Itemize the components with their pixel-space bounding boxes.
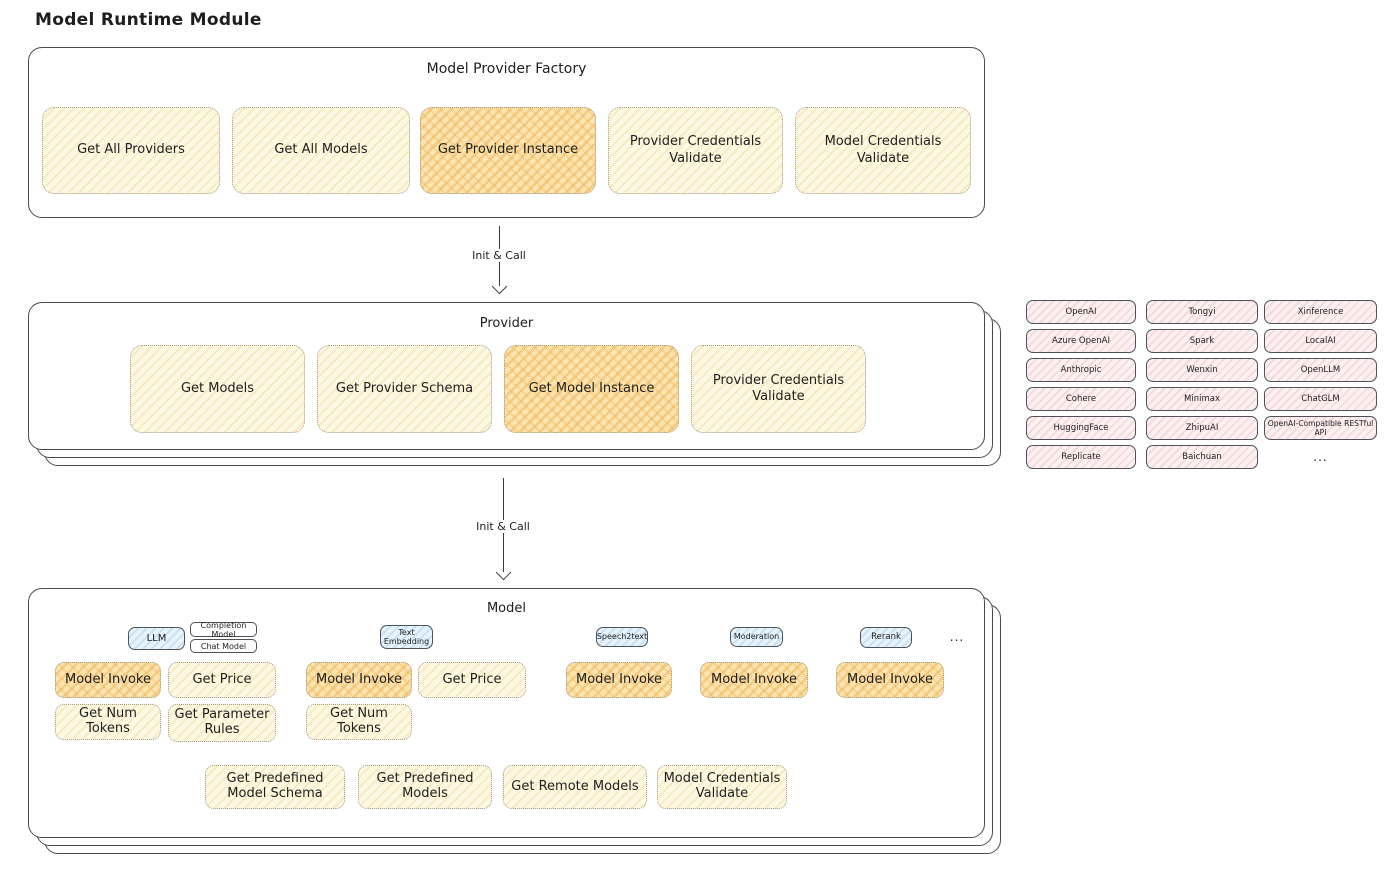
model-op-get-predefined-model-schema: Get Predefined Model Schema: [205, 765, 345, 809]
model-type-speech2text: Speech2text: [596, 627, 648, 647]
provider-op-get-provider-schema: Get Provider Schema: [317, 345, 492, 433]
factory-op-model-credentials-validate: Model Credentials Validate: [795, 107, 971, 194]
provider-pill-cohere: Cohere: [1026, 387, 1136, 411]
factory-op-get-provider-instance: Get Provider Instance: [420, 107, 596, 194]
provider-title: Provider: [479, 316, 534, 331]
provider-pill-xinference: Xinference: [1264, 300, 1377, 324]
model-type-moderation: Moderation: [730, 627, 783, 647]
provider-pill-anthropic: Anthropic: [1026, 358, 1136, 382]
model-op-embedding-model-invoke: Model Invoke: [306, 662, 412, 698]
model-op-moderation-model-invoke: Model Invoke: [700, 662, 808, 698]
provider-pill-zhipuai: ZhipuAI: [1146, 416, 1258, 440]
factory-op-get-all-models: Get All Models: [232, 107, 410, 194]
model-type-llm: LLM: [128, 627, 185, 650]
model-title: Model: [486, 601, 527, 616]
provider-pill-replicate: Replicate: [1026, 445, 1136, 469]
provider-pill-spark: Spark: [1146, 329, 1258, 353]
factory-op-get-all-providers: Get All Providers: [42, 107, 220, 194]
arrow-provider-to-model-head: [495, 564, 512, 581]
model-op-rerank-model-invoke: Model Invoke: [836, 662, 944, 698]
provider-pill-openai-compatible: OpenAI-Compatible RESTful API: [1264, 416, 1377, 440]
provider-op-get-models: Get Models: [130, 345, 305, 433]
provider-op-provider-credentials-validate: Provider Credentials Validate: [691, 345, 866, 433]
provider-pill-chatglm: ChatGLM: [1264, 387, 1377, 411]
model-op-llm-get-num-tokens: Get Num Tokens: [55, 704, 161, 740]
model-op-llm-model-invoke: Model Invoke: [55, 662, 161, 698]
model-op-llm-get-parameter-rules: Get Parameter Rules: [168, 704, 276, 742]
provider-pill-wenxin: Wenxin: [1146, 358, 1258, 382]
arrow1-label: Init & Call: [467, 249, 531, 262]
model-op-embedding-get-num-tokens: Get Num Tokens: [306, 704, 412, 740]
provider-pill-azure-openai: Azure OpenAI: [1026, 329, 1136, 353]
provider-pill-localai: LocalAI: [1264, 329, 1377, 353]
model-type-chat-model: Chat Model: [190, 639, 257, 653]
model-type-text-embedding: Text Embedding: [380, 625, 433, 649]
model-op-get-remote-models: Get Remote Models: [503, 765, 647, 809]
provider-pill-minimax: Minimax: [1146, 387, 1258, 411]
model-types-more-ellipsis: ...: [949, 630, 965, 644]
provider-pill-openllm: OpenLLM: [1264, 358, 1377, 382]
model-op-llm-get-price: Get Price: [168, 662, 276, 698]
arrow2-label: Init & Call: [471, 520, 535, 533]
factory-op-provider-credentials-validate: Provider Credentials Validate: [608, 107, 783, 194]
provider-pill-tongyi: Tongyi: [1146, 300, 1258, 324]
page-title: Model Runtime Module: [35, 10, 262, 30]
provider-pill-baichuan: Baichuan: [1146, 445, 1258, 469]
model-op-model-credentials-validate: Model Credentials Validate: [657, 765, 787, 809]
model-type-completion-model: Completion Model: [190, 621, 257, 639]
arrow-factory-to-provider-head: [491, 278, 508, 295]
providers-more-ellipsis: ...: [1313, 450, 1328, 464]
model-op-get-predefined-models: Get Predefined Models: [358, 765, 492, 809]
provider-pill-openai: OpenAI: [1026, 300, 1136, 324]
model-op-embedding-get-price: Get Price: [418, 662, 526, 698]
provider-pill-huggingface: HuggingFace: [1026, 416, 1136, 440]
model-type-rerank: Rerank: [860, 627, 912, 648]
model-op-speech2text-model-invoke: Model Invoke: [566, 662, 672, 698]
provider-op-get-model-instance: Get Model Instance: [504, 345, 679, 433]
factory-title: Model Provider Factory: [426, 61, 587, 77]
